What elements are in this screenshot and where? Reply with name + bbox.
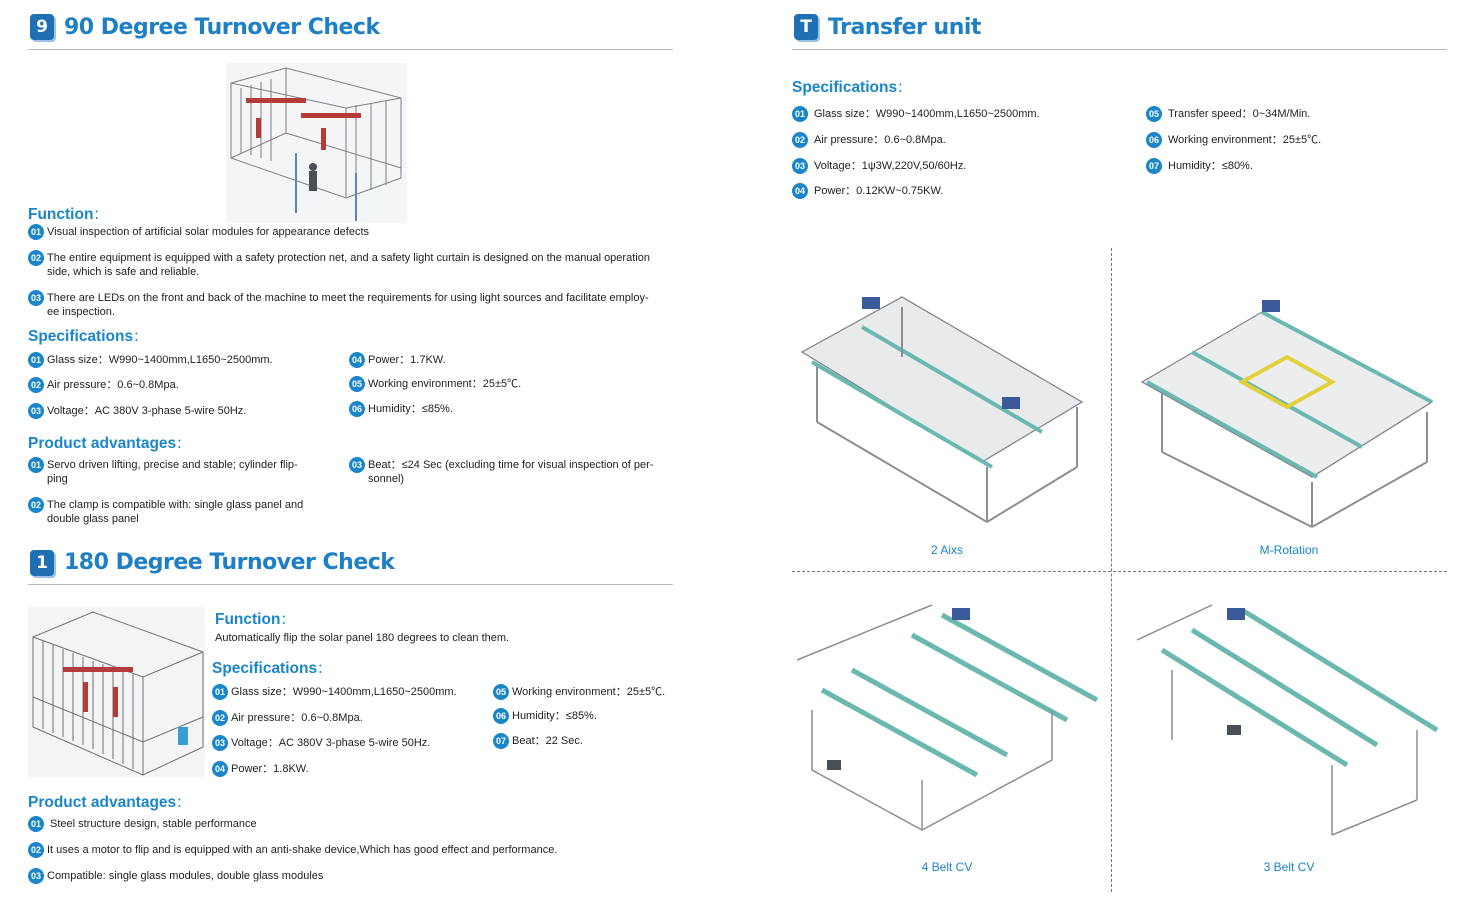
section-number-badge: T [794, 14, 818, 40]
product-advantages-heading: Product advantages： [28, 435, 190, 452]
function-text: Automatically flip the solar panel 180 d… [215, 632, 510, 644]
turnover-180-machine-image [28, 607, 205, 777]
number-badge: 01 [28, 816, 44, 832]
number-badge: 01 [28, 457, 44, 473]
number-badge: 02 [28, 497, 44, 513]
number-badge: 05 [493, 684, 509, 700]
number-badge: 06 [493, 708, 509, 724]
section-title-90: 90 Degree Turnover Check [64, 15, 380, 40]
number-badge: 02 [212, 710, 228, 726]
number-badge: 01 [212, 684, 228, 700]
function-item: 03 There are LEDs on the front and back … [28, 290, 698, 321]
section-number-badge: 1 [30, 550, 54, 576]
number-badge: 03 [28, 290, 44, 306]
function-item: 02 The entire equipment is equipped with… [28, 250, 698, 281]
number-badge: 03 [28, 868, 44, 884]
section-divider [28, 49, 673, 50]
number-badge: 02 [28, 842, 44, 858]
grid-divider-horizontal [792, 571, 1447, 572]
number-badge: 03 [212, 735, 228, 751]
number-badge: 04 [212, 761, 228, 777]
number-badge: 02 [28, 377, 44, 393]
number-badge: 06 [1146, 132, 1162, 148]
section-number-badge: 9 [30, 14, 54, 40]
number-badge: 05 [1146, 106, 1162, 122]
number-badge: 06 [349, 401, 365, 417]
caption-2-axis: 2 Aixs [930, 543, 963, 557]
number-badge: 02 [28, 250, 44, 266]
number-badge: 01 [28, 352, 44, 368]
number-badge: 03 [28, 403, 44, 419]
number-badge: 03 [349, 457, 365, 473]
number-badge: 02 [792, 132, 808, 148]
number-badge: 01 [792, 106, 808, 122]
number-badge: 04 [792, 183, 808, 199]
caption-3-belt: 3 Belt CV [1263, 860, 1315, 874]
function-heading: Function： [28, 206, 107, 223]
product-advantages-heading: Product advantages： [28, 794, 190, 811]
transfer-3-belt-image [1132, 600, 1447, 845]
number-badge: 01 [28, 224, 44, 240]
number-badge: 05 [349, 376, 365, 392]
number-badge: 07 [1146, 158, 1162, 174]
specifications-heading: Specifications： [792, 79, 911, 96]
transfer-m-rotation-image [1132, 292, 1447, 532]
caption-4-belt: 4 Belt CV [921, 860, 973, 874]
section-divider [792, 49, 1447, 50]
transfer-4-belt-image [792, 600, 1102, 845]
specifications-heading: Specifications： [212, 660, 331, 677]
section-divider [28, 584, 673, 585]
number-badge: 03 [792, 158, 808, 174]
section-title-transfer: Transfer unit [828, 15, 981, 40]
caption-m-rotation: M-Rotation [1259, 543, 1319, 557]
advantage-item: 02 The clamp is compatible with: single … [28, 497, 338, 528]
number-badge: 07 [493, 733, 509, 749]
section-title-180: 180 Degree Turnover Check [64, 550, 395, 575]
turnover-90-machine-image [226, 63, 407, 223]
grid-divider-vertical [1111, 248, 1112, 892]
transfer-2-axis-image [792, 292, 1092, 532]
advantage-item: 03 Beat：≤24 Sec (excluding time for visu… [349, 457, 689, 488]
specifications-heading: Specifications： [28, 328, 147, 345]
advantage-item: 01 Servo driven lifting, precise and sta… [28, 457, 338, 488]
function-heading: Function： [215, 611, 294, 628]
number-badge: 04 [349, 352, 365, 368]
